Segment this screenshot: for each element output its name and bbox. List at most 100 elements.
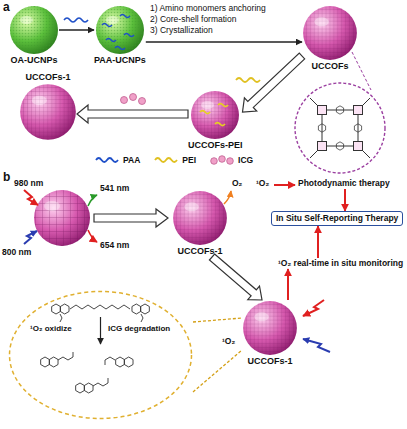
particle-label: OA-UCNPs bbox=[10, 55, 57, 66]
legend-sample bbox=[154, 155, 178, 165]
cof-structure-zoom bbox=[354, 142, 363, 151]
node-text: ¹O₂ real-time in situ monitoring bbox=[278, 258, 403, 269]
icg-structure bbox=[70, 305, 130, 309]
cof-structure-zoom bbox=[354, 124, 361, 132]
cof-structure-zoom bbox=[327, 110, 354, 111]
cof-structure-zoom bbox=[358, 115, 359, 142]
hollow-arrow bbox=[94, 209, 168, 227]
annotation-label: 654 nm bbox=[100, 240, 129, 250]
cof-structure-zoom bbox=[295, 83, 385, 173]
cof-structure-zoom bbox=[352, 52, 371, 90]
process-box: In Situ Self-Reporting Therapy bbox=[271, 211, 403, 226]
nanoparticle-sphere bbox=[95, 5, 145, 55]
block-arrow bbox=[209, 254, 262, 300]
zoom-leader bbox=[193, 350, 242, 392]
excitation-bolts bbox=[24, 231, 37, 244]
icg-structure bbox=[105, 357, 115, 365]
excitation-bolts bbox=[303, 300, 324, 316]
emission-arrows bbox=[88, 195, 97, 206]
nanoparticle-sphere bbox=[9, 5, 59, 55]
annotation-label: 541 nm bbox=[100, 183, 129, 193]
node-text: Photodynamic therapy bbox=[298, 178, 390, 189]
particle-label: UCCOFs-1 bbox=[177, 246, 222, 257]
cof-structure-zoom bbox=[295, 52, 385, 173]
legend-text: PEI bbox=[182, 155, 196, 165]
block-arrow bbox=[77, 105, 188, 123]
annotation-label: 800 nm bbox=[2, 247, 31, 257]
cof-structure-zoom bbox=[336, 106, 343, 114]
cof-structure-zoom bbox=[318, 124, 325, 132]
icg-structure bbox=[100, 317, 101, 344]
zoom-leader bbox=[193, 318, 242, 322]
step-note: 1) Amino monomers anchoring bbox=[150, 3, 266, 13]
cof-structure-zoom bbox=[336, 142, 343, 150]
legend: PAAPEIICG bbox=[95, 155, 263, 165]
pei-chain bbox=[236, 78, 260, 82]
step-note: 2) Core-shell formation bbox=[150, 14, 236, 24]
particle-label: UCCOFs-1 bbox=[25, 72, 70, 83]
particle-node: UCCOFs-1 bbox=[242, 300, 298, 367]
annotation-label: 980 nm bbox=[14, 178, 43, 188]
particle-label: UCCOFs bbox=[311, 61, 348, 72]
cof-structure-zoom bbox=[327, 146, 354, 147]
particle-node: UCCOFs-1 bbox=[19, 72, 77, 141]
annotation-label: O₂ bbox=[232, 178, 242, 188]
icg-structure bbox=[49, 357, 58, 367]
emission-arrows bbox=[224, 191, 231, 204]
particle-node: PAA-UCNPs bbox=[94, 5, 146, 66]
icg-structure bbox=[76, 383, 85, 393]
particle-node: OA-UCNPs bbox=[9, 5, 59, 66]
cof-structure-zoom bbox=[318, 142, 327, 151]
cof-structure-zoom bbox=[310, 98, 370, 158]
icg-structure bbox=[132, 304, 141, 314]
cof-structure-zoom bbox=[318, 106, 327, 115]
icg-structure bbox=[41, 357, 50, 367]
particle-label: UCCOFs-1 bbox=[247, 356, 292, 367]
icg-structure bbox=[141, 304, 150, 314]
icg-molecules bbox=[121, 94, 146, 105]
icg-structure bbox=[93, 378, 108, 386]
cof-structure-zoom bbox=[354, 106, 363, 115]
step-note: 3) Crystallization bbox=[150, 25, 213, 35]
uccofs-sphere-excited bbox=[34, 190, 90, 246]
annotation-label: ¹O₂ bbox=[256, 178, 269, 188]
legend-text: ICG bbox=[238, 155, 253, 165]
legend-sample bbox=[210, 155, 234, 165]
annotation-label: ¹O₂ bbox=[222, 336, 235, 346]
icg-structure bbox=[60, 304, 69, 314]
annotation-text: ICG degradation bbox=[108, 324, 170, 334]
panel-letter: b bbox=[3, 171, 10, 184]
icg-structure bbox=[60, 314, 143, 322]
box-text: In Situ Self-Reporting Therapy bbox=[276, 213, 398, 224]
icg-structure bbox=[84, 383, 93, 393]
cof-structure-zoom bbox=[322, 115, 323, 142]
icg-structure bbox=[41, 304, 150, 393]
particle-label: UCCOFs-PEI bbox=[188, 140, 243, 151]
excitation-bolts bbox=[303, 339, 330, 352]
paa-chain bbox=[64, 18, 88, 22]
emission-arrows bbox=[274, 184, 295, 186]
nanoparticle-sphere bbox=[302, 5, 358, 61]
excitation-bolts bbox=[24, 190, 38, 205]
icg-structure bbox=[116, 357, 125, 367]
icg-molecules bbox=[139, 98, 146, 105]
uccofs-sphere-excited bbox=[44, 201, 60, 211]
paa-chain bbox=[64, 18, 88, 22]
emission-arrows bbox=[88, 230, 97, 242]
icg-structure bbox=[52, 304, 61, 314]
nanoparticle-sphere bbox=[172, 190, 228, 246]
nanoparticle-sphere bbox=[190, 90, 240, 140]
panel-letter: a bbox=[3, 1, 10, 14]
text-node: ¹O₂ real-time in situ monitoring bbox=[278, 258, 403, 269]
block-arrow bbox=[243, 53, 305, 112]
dashed-ellipse bbox=[8, 290, 193, 420]
icg-molecules bbox=[121, 97, 128, 104]
nanoparticle-sphere bbox=[242, 300, 298, 356]
hollow-arrow bbox=[94, 209, 168, 227]
particle-node: UCCOFs-1 bbox=[172, 190, 228, 257]
flow-arrow bbox=[344, 189, 346, 211]
uccofs-sphere-excited bbox=[34, 190, 90, 246]
pei-chain bbox=[236, 78, 260, 82]
